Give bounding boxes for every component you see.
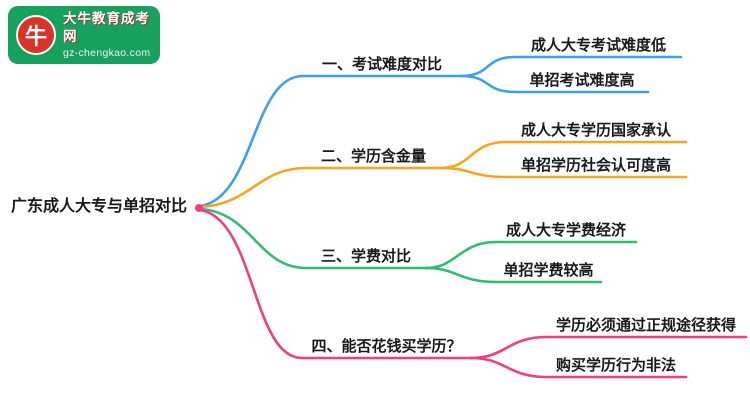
branch-4-child-2-label: 购买学历行为非法 — [555, 357, 676, 374]
branch-3-child-2-label: 单招学费较高 — [503, 262, 594, 279]
branch-1-child-2-line — [459, 74, 650, 94]
branch-1-line — [198, 74, 463, 208]
root-node: 广东成人大专与单招对比 — [10, 198, 187, 215]
branch-2-label: 二、学历含金量 — [320, 148, 426, 165]
branch-2-child-1-label: 成人大专学历国家承认 — [520, 122, 671, 139]
cow-glyph: 牛 — [24, 24, 47, 49]
site-logo: 牛 大牛教育成考网 gz-chengkao.com — [8, 6, 160, 64]
branch-2-child-1-line — [439, 140, 688, 170]
branch-2-line — [198, 166, 443, 209]
branch-3-child-1-line — [424, 240, 638, 270]
branch-4-child-1-label: 学历必须通过正规途径获得 — [555, 317, 736, 334]
branch-3-child-2-line — [424, 266, 603, 284]
branch-1-child-1-line — [459, 55, 683, 78]
logo-site-name: 大牛教育成考网 — [63, 11, 150, 44]
branch-4-line — [198, 208, 473, 360]
branch-4-child-1-line — [469, 335, 748, 360]
branch-1-label: 一、考试难度对比 — [321, 56, 442, 73]
branch-3-label: 三、学费对比 — [320, 248, 411, 265]
branch-2-child-2-line — [439, 166, 688, 179]
branch-1-child-1-label: 成人大专考试难度低 — [530, 37, 666, 54]
logo-domain: gz-chengkao.com — [63, 47, 151, 59]
logo-texts: 大牛教育成考网 gz-chengkao.com — [63, 10, 152, 60]
branch-4-label: 四、能否花钱买学历？ — [311, 338, 462, 355]
branch-2-child-2-label: 单招学历社会认可度高 — [520, 157, 671, 174]
branch-3-child-1-label: 成人大专学费经济 — [505, 222, 626, 239]
branch-4-child-2-line — [469, 356, 688, 379]
branch-3-line — [198, 207, 428, 270]
cow-mascot-icon: 牛 — [16, 15, 56, 55]
branch-1-child-2-label: 单招考试难度高 — [529, 72, 635, 89]
root-junction-dot — [195, 204, 203, 212]
